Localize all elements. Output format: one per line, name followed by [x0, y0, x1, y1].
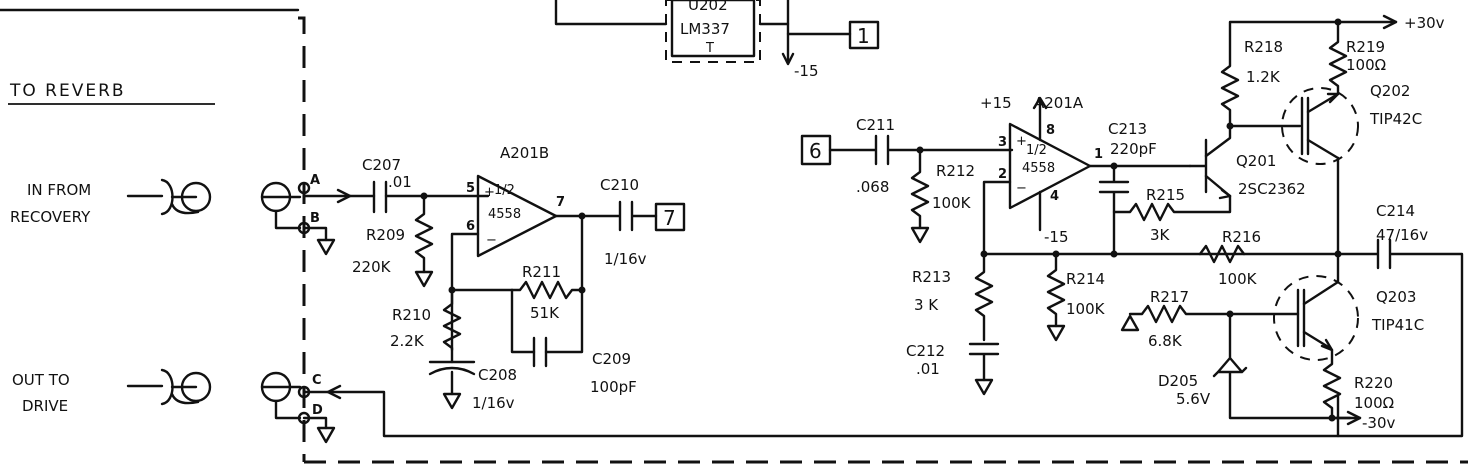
a201a-pin3: 3: [998, 135, 1007, 150]
a201a-part: 4558: [1022, 161, 1055, 176]
r214-value: 100K: [1066, 300, 1106, 318]
c208-value: 1/16v: [472, 394, 515, 412]
r217-ref: R217: [1150, 288, 1189, 306]
regulator-part: LM337: [680, 20, 730, 38]
a201a-pin1: 1: [1094, 147, 1103, 162]
r218-ref: R218: [1244, 38, 1283, 56]
r220-ref: R220: [1354, 374, 1393, 392]
output-jack-line2: DRIVE: [22, 397, 68, 415]
section-title: TO REVERB: [8, 81, 215, 105]
a201a-minus: −: [1016, 181, 1027, 196]
terminal-7-label: 7: [663, 206, 676, 230]
r210-value: 2.2K: [390, 332, 425, 350]
a201a-half: 1/2: [1026, 143, 1047, 158]
a201b-pin7: 7: [556, 195, 565, 210]
rail-neg30: -30v: [1362, 414, 1395, 432]
r211-ref: R211: [522, 263, 561, 281]
q202-ref: Q202: [1370, 82, 1410, 100]
a201a-pin4: 4: [1050, 189, 1059, 204]
stage-output-upper: Q201 2SC2362 R218 1.2K +30v R219 100Ω Q2…: [1188, 14, 1445, 258]
r220-value: 100Ω: [1354, 394, 1394, 412]
d205-value: 5.6V: [1176, 390, 1211, 408]
input-jack-line1: IN FROM: [27, 181, 91, 199]
a201a-pin8: 8: [1046, 123, 1055, 138]
c210-value: 1/16v: [604, 250, 647, 268]
q202-part: TIP42C: [1369, 110, 1422, 128]
c208-ref: C208: [478, 366, 517, 384]
r218-value: 1.2K: [1246, 68, 1281, 86]
section-title-text: TO REVERB: [9, 81, 126, 101]
q201-ref: Q201: [1236, 152, 1276, 170]
r217-value: 6.8K: [1148, 332, 1183, 350]
r215-ref: R215: [1146, 186, 1185, 204]
r215-value: 3K: [1150, 226, 1171, 244]
r210-ref: R210: [392, 306, 431, 324]
r219-ref: R219: [1346, 38, 1385, 56]
pin-c: C: [312, 373, 322, 388]
pin-d: D: [312, 403, 323, 418]
r213-value: 3 K: [914, 296, 939, 314]
a201a-plus: +: [1016, 134, 1027, 149]
a201b-part: 4558: [488, 207, 521, 222]
d205-ref: D205: [1158, 372, 1198, 390]
output-return-line: [302, 384, 1340, 438]
c212-ref: C212: [906, 342, 945, 360]
output-jack: OUT TO DRIVE C D: [12, 368, 336, 444]
r216-value: 100K: [1218, 270, 1258, 288]
r212-ref: R212: [936, 162, 975, 180]
c207-value: .01: [388, 173, 412, 191]
c213-ref: C213: [1108, 120, 1147, 138]
r216-ref: R216: [1222, 228, 1261, 246]
c211-value: .068: [856, 178, 889, 196]
a201b-plus: +: [484, 185, 495, 200]
c211-ref: C211: [856, 116, 895, 134]
c213-value: 220pF: [1110, 140, 1157, 158]
regulator-suffix: T: [705, 41, 714, 56]
r209-ref: R209: [366, 226, 405, 244]
regulator-u202: U202 LM337 T -15 1: [554, 0, 880, 80]
regulator-rail: -15: [794, 62, 819, 80]
c214-value: 47/16v: [1376, 226, 1428, 244]
regulator-ref: U202: [688, 0, 728, 14]
a201b-minus: −: [486, 233, 497, 248]
input-jack-line2: RECOVERY: [10, 208, 91, 226]
c210-ref: C210: [600, 176, 639, 194]
r219-value: 100Ω: [1346, 56, 1386, 74]
a201b-pin6: 6: [466, 219, 475, 234]
q203-ref: Q203: [1376, 288, 1416, 306]
rail-neg15: -15: [1044, 228, 1069, 246]
c209-value: 100pF: [590, 378, 637, 396]
a201a-pin2: 2: [998, 167, 1007, 182]
r212-value: 100K: [932, 194, 972, 212]
r209-value: 220K: [352, 258, 392, 276]
stage-a201b: C207 .01 R209 220K + − 1/2 4558 A201B 5 …: [302, 144, 686, 412]
rail-pos15: +15: [980, 94, 1012, 112]
input-jack: IN FROM RECOVERY A B: [10, 173, 336, 256]
c207-ref: C207: [362, 156, 401, 174]
pin-b: B: [310, 211, 320, 226]
terminal-6-label: 6: [809, 139, 822, 163]
r211-value: 51K: [530, 304, 560, 322]
c212-value: .01: [916, 360, 940, 378]
a201b-half: 1/2: [494, 183, 515, 198]
output-jack-line1: OUT TO: [12, 371, 70, 389]
a201b-pin5: 5: [466, 181, 475, 196]
a201b-ref: A201B: [500, 144, 549, 162]
terminal-1-label: 1: [857, 24, 870, 48]
c214-coupling: C214 47/16v: [1336, 202, 1464, 438]
stage-a201a: 6 C211 .068 R212 100K + − 1/2 4558 A201A…: [800, 94, 1340, 396]
a201a-ref: A201A: [1034, 94, 1084, 112]
r214-ref: R214: [1066, 270, 1105, 288]
stage-output-lower: Q203 TIP41C R217 6.8K D205 5.6V -30v R22…: [1120, 252, 1424, 432]
r213-ref: R213: [912, 268, 951, 286]
c214-ref: C214: [1376, 202, 1415, 220]
enclosure-outline: [0, 8, 1468, 464]
q203-part: TIP41C: [1371, 316, 1424, 334]
q201-part: 2SC2362: [1238, 180, 1306, 198]
rail-pos30: +30v: [1404, 14, 1445, 32]
c209-ref: C209: [592, 350, 631, 368]
pin-a: A: [310, 173, 320, 188]
